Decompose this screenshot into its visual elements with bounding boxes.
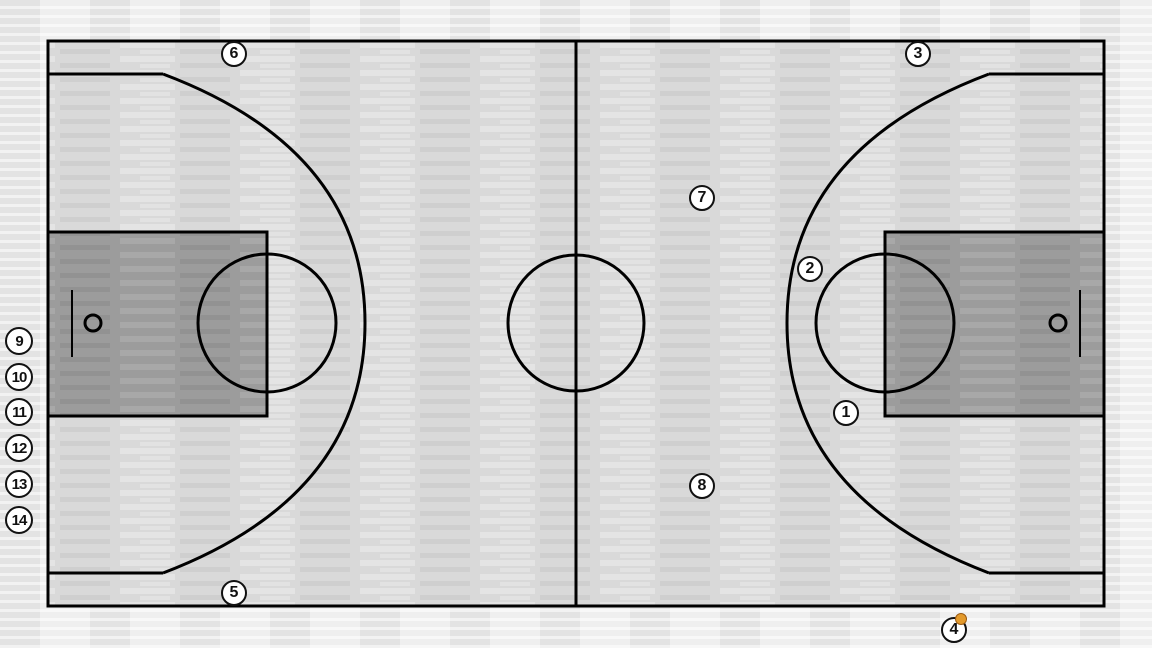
basketball-icon[interactable] — [955, 613, 967, 625]
bench-player-token-11[interactable]: 11 — [5, 398, 33, 426]
player-token-1[interactable]: 1 — [833, 400, 859, 426]
left-free-throw-circle — [196, 252, 338, 394]
bench-player-token-9[interactable]: 9 — [5, 327, 33, 355]
bench-player-token-12[interactable]: 12 — [5, 434, 33, 462]
bench-player-token-14[interactable]: 14 — [5, 506, 33, 534]
player-token-5[interactable]: 5 — [221, 580, 247, 606]
bench-player-token-13[interactable]: 13 — [5, 470, 33, 498]
bench-player-token-10[interactable]: 10 — [5, 363, 33, 391]
left-paint — [46, 230, 269, 418]
right-hoop — [1048, 313, 1068, 333]
center-circle — [506, 253, 646, 393]
right-three-point-arc — [785, 72, 990, 575]
right-free-throw-circle — [814, 252, 956, 394]
player-token-2[interactable]: 2 — [797, 256, 823, 282]
right-paint — [883, 230, 1106, 418]
player-token-8[interactable]: 8 — [689, 473, 715, 499]
player-token-6[interactable]: 6 — [221, 41, 247, 67]
left-three-point-arc — [162, 72, 367, 575]
player-token-4[interactable]: 4 — [941, 617, 967, 643]
player-token-7[interactable]: 7 — [689, 185, 715, 211]
left-hoop — [83, 313, 103, 333]
player-token-3[interactable]: 3 — [905, 41, 931, 67]
